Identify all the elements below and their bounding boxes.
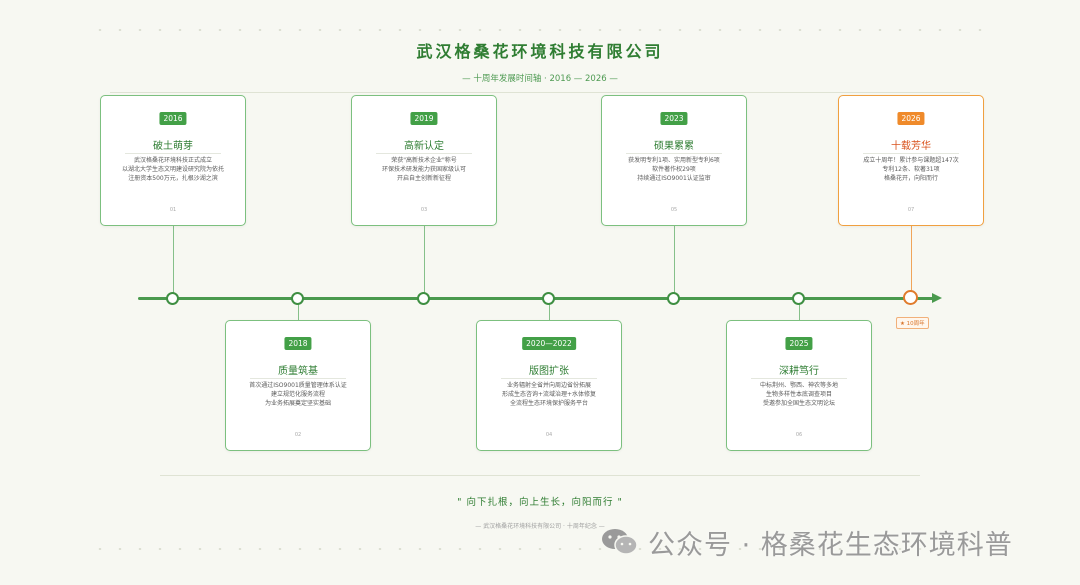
milestone-body: 成立十周年！累计参与课题超147次 专利12条、软著31项 格桑花开，向阳而行 <box>843 156 979 183</box>
watermark-text: 公众号 · 格桑花生态环境科普 <box>648 529 1013 561</box>
body-line: 荣获"高新技术企业"称号 <box>391 157 457 164</box>
milestone-number: 05 <box>670 207 678 213</box>
header-divider <box>110 92 970 93</box>
body-line: 持续通过ISO9001认证监审 <box>637 175 711 182</box>
body-line: 以湖北大学生态文明建设研究院为依托 <box>121 166 224 173</box>
connector-1 <box>173 226 174 293</box>
body-line: 建立规范化服务流程 <box>270 391 325 398</box>
connector-5 <box>674 226 675 293</box>
milestone-body: 业务辐射全省并向周边省份拓展 形成生态咨询+流域治理+水体修复 全流程生态环境保… <box>481 381 617 408</box>
connector-6 <box>799 302 800 320</box>
milestone-card-2023: 2023 硕果累累 获发明专利1项、实用新型专利6项 软件著作权29项 持续通过… <box>601 95 747 226</box>
motto-text: " 向下扎根，向上生长，向阳而行 " <box>457 497 623 508</box>
footer-divider <box>160 475 920 476</box>
top-dotted-border <box>90 29 990 31</box>
page-subtitle: — 十周年发展时间轴 · 2016 — 2026 — <box>462 74 618 84</box>
connector-2 <box>298 302 299 320</box>
milestone-number: 02 <box>294 432 302 438</box>
milestone-body: 获发明专利1项、实用新型专利6项 软件著作权29项 持续通过ISO9001认证监… <box>606 156 742 183</box>
card-divider <box>751 378 847 379</box>
body-line: 专利12条、软著31项 <box>882 166 940 173</box>
year-badge: 2018 <box>284 337 312 350</box>
milestone-body: 荣获"高新技术企业"称号 环保技术研发能力获国家级认可 开启自主创新新征程 <box>356 156 492 183</box>
body-line: 开启自主创新新征程 <box>396 175 451 182</box>
card-divider <box>125 153 221 154</box>
anniversary-tag: ★ 10周年 <box>896 317 929 329</box>
milestone-number: 01 <box>169 207 177 213</box>
year-badge: 2016 <box>159 112 187 125</box>
year-badge: 2026 <box>897 112 925 125</box>
milestone-number: 07 <box>907 207 915 213</box>
milestone-card-2025: 2025 深耕笃行 中标荆州、鄂西、神农等多地 生物多样性本底调查项目 受邀参加… <box>726 320 872 451</box>
timeline-node-1 <box>166 292 179 305</box>
milestone-body: 中标荆州、鄂西、神农等多地 生物多样性本底调查项目 受邀参加全国生态文明论坛 <box>731 381 867 408</box>
body-line: 中标荆州、鄂西、神农等多地 <box>759 382 838 389</box>
milestone-card-2026: 2026 十载芳华 成立十周年！累计参与课题超147次 专利12条、软著31项 … <box>838 95 984 226</box>
wechat-icon <box>602 529 638 555</box>
card-divider <box>376 153 472 154</box>
milestone-card-2020-2022: 2020—2022 版图扩张 业务辐射全省并向周边省份拓展 形成生态咨询+流域治… <box>476 320 622 451</box>
body-line: 获发明专利1项、实用新型专利6项 <box>628 157 720 164</box>
milestone-number: 03 <box>420 207 428 213</box>
card-divider <box>626 153 722 154</box>
body-line: 软件著作权29项 <box>652 166 696 173</box>
body-line: 为业务拓展奠定坚实基础 <box>264 400 331 407</box>
body-line: 形成生态咨询+流域治理+水体修复 <box>501 391 597 398</box>
milestone-card-2016: 2016 破土萌芽 武汉格桑花环境科技正式成立 以湖北大学生态文明建设研究院为依… <box>100 95 246 226</box>
body-line: 注册资本500万元，扎根沙湖之滨 <box>128 175 218 182</box>
card-divider <box>863 153 959 154</box>
timeline-node-7 <box>903 290 918 305</box>
footer-text: — 武汉格桑花环境科技有限公司 · 十周年纪念 — <box>475 523 605 530</box>
milestone-body: 武汉格桑花环境科技正式成立 以湖北大学生态文明建设研究院为依托 注册资本500万… <box>105 156 241 183</box>
timeline-node-3 <box>417 292 430 305</box>
milestone-number: 06 <box>795 432 803 438</box>
connector-3 <box>424 226 425 293</box>
card-divider <box>501 378 597 379</box>
body-line: 武汉格桑花环境科技正式成立 <box>133 157 212 164</box>
milestone-number: 04 <box>545 432 553 438</box>
milestone-title: 质量筑基 <box>278 366 318 377</box>
milestone-body: 首次通过ISO9001质量管理体系认证 建立规范化服务流程 为业务拓展奠定坚实基… <box>230 381 366 408</box>
timeline-node-4 <box>542 292 555 305</box>
connector-4 <box>549 302 550 320</box>
body-line: 成立十周年！累计参与课题超147次 <box>863 157 959 164</box>
body-line: 业务辐射全省并向周边省份拓展 <box>506 382 591 389</box>
body-line: 生物多样性本底调查项目 <box>765 391 832 398</box>
timeline-node-2 <box>291 292 304 305</box>
year-badge: 2023 <box>660 112 688 125</box>
milestone-title: 深耕笃行 <box>779 366 819 377</box>
milestone-title: 十载芳华 <box>891 141 931 152</box>
milestone-title: 硕果累累 <box>654 141 694 152</box>
watermark: 公众号 · 格桑花生态环境科普 <box>600 522 1013 562</box>
body-line: 格桑花开，向阳而行 <box>883 175 938 182</box>
timeline-node-6 <box>792 292 805 305</box>
bottom-dotted-border <box>90 548 990 550</box>
timeline-arrow <box>932 293 942 303</box>
page-title: 武汉格桑花环境科技有限公司 <box>416 42 664 61</box>
year-badge: 2020—2022 <box>522 337 576 350</box>
milestone-card-2018: 2018 质量筑基 首次通过ISO9001质量管理体系认证 建立规范化服务流程 … <box>225 320 371 451</box>
body-line: 全流程生态环境保护服务平台 <box>509 400 588 407</box>
body-line: 环保技术研发能力获国家级认可 <box>381 166 466 173</box>
timeline-axis <box>138 297 934 300</box>
milestone-card-2019: 2019 高新认定 荣获"高新技术企业"称号 环保技术研发能力获国家级认可 开启… <box>351 95 497 226</box>
year-badge: 2019 <box>410 112 438 125</box>
milestone-title: 破土萌芽 <box>153 141 193 152</box>
card-divider <box>250 378 346 379</box>
timeline-node-5 <box>667 292 680 305</box>
milestone-title: 高新认定 <box>404 141 444 152</box>
body-line: 首次通过ISO9001质量管理体系认证 <box>249 382 347 389</box>
connector-7 <box>911 226 912 291</box>
body-line: 受邀参加全国生态文明论坛 <box>762 400 835 407</box>
year-badge: 2025 <box>785 337 813 350</box>
milestone-title: 版图扩张 <box>529 366 569 377</box>
